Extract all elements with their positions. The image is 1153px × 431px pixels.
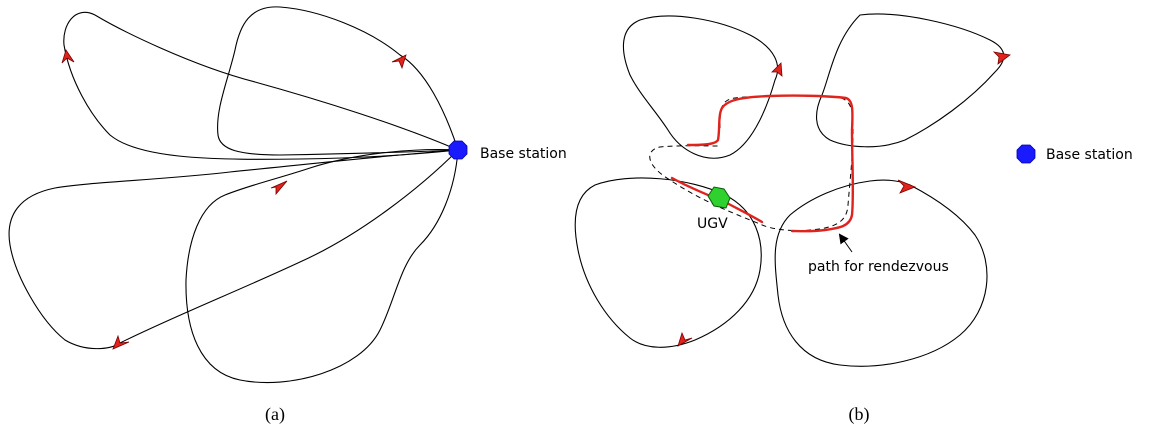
uav-route-loop-bottom-left (574, 177, 762, 348)
ugv-icon (707, 186, 731, 209)
base-station-label: Base station (1046, 147, 1133, 163)
rendezvous-label: path for rendezvous (808, 259, 949, 275)
panel-b: UGV path for rendezvous Base station (b) (574, 13, 1133, 425)
rendezvous-pointer (838, 233, 853, 253)
direction-arrow-icon (112, 334, 130, 350)
panel-caption: (a) (265, 404, 285, 425)
uav-route-loop-bottom-right (185, 148, 459, 384)
uav-route-loop-top-left (622, 15, 779, 159)
uav-route-loop-left (8, 149, 459, 350)
direction-arrow-icon (677, 331, 693, 347)
rendezvous-path (649, 95, 854, 232)
base-station-icon (1016, 144, 1036, 164)
direction-arrow-icon (771, 62, 783, 77)
uav-route-loop-top-center (217, 6, 459, 156)
panel-caption: (b) (849, 404, 870, 425)
direction-arrow-icon (992, 51, 1011, 65)
direction-arrow-icon (897, 179, 917, 194)
direction-arrow-icon (270, 180, 288, 196)
base-station-icon (448, 140, 468, 160)
ugv-path-upper (686, 94, 855, 233)
uav-route-loop-bottom-right (774, 179, 988, 367)
base-station-label: Base station (480, 146, 567, 162)
direction-arrow-icon (61, 49, 75, 64)
uav-route-loop-top-left (63, 11, 459, 160)
ugv-label: UGV (697, 216, 728, 232)
panel-a: Base station (a) (8, 6, 567, 425)
direction-arrow-icon (391, 54, 407, 70)
uav-route-loop-top-right (816, 13, 1005, 148)
